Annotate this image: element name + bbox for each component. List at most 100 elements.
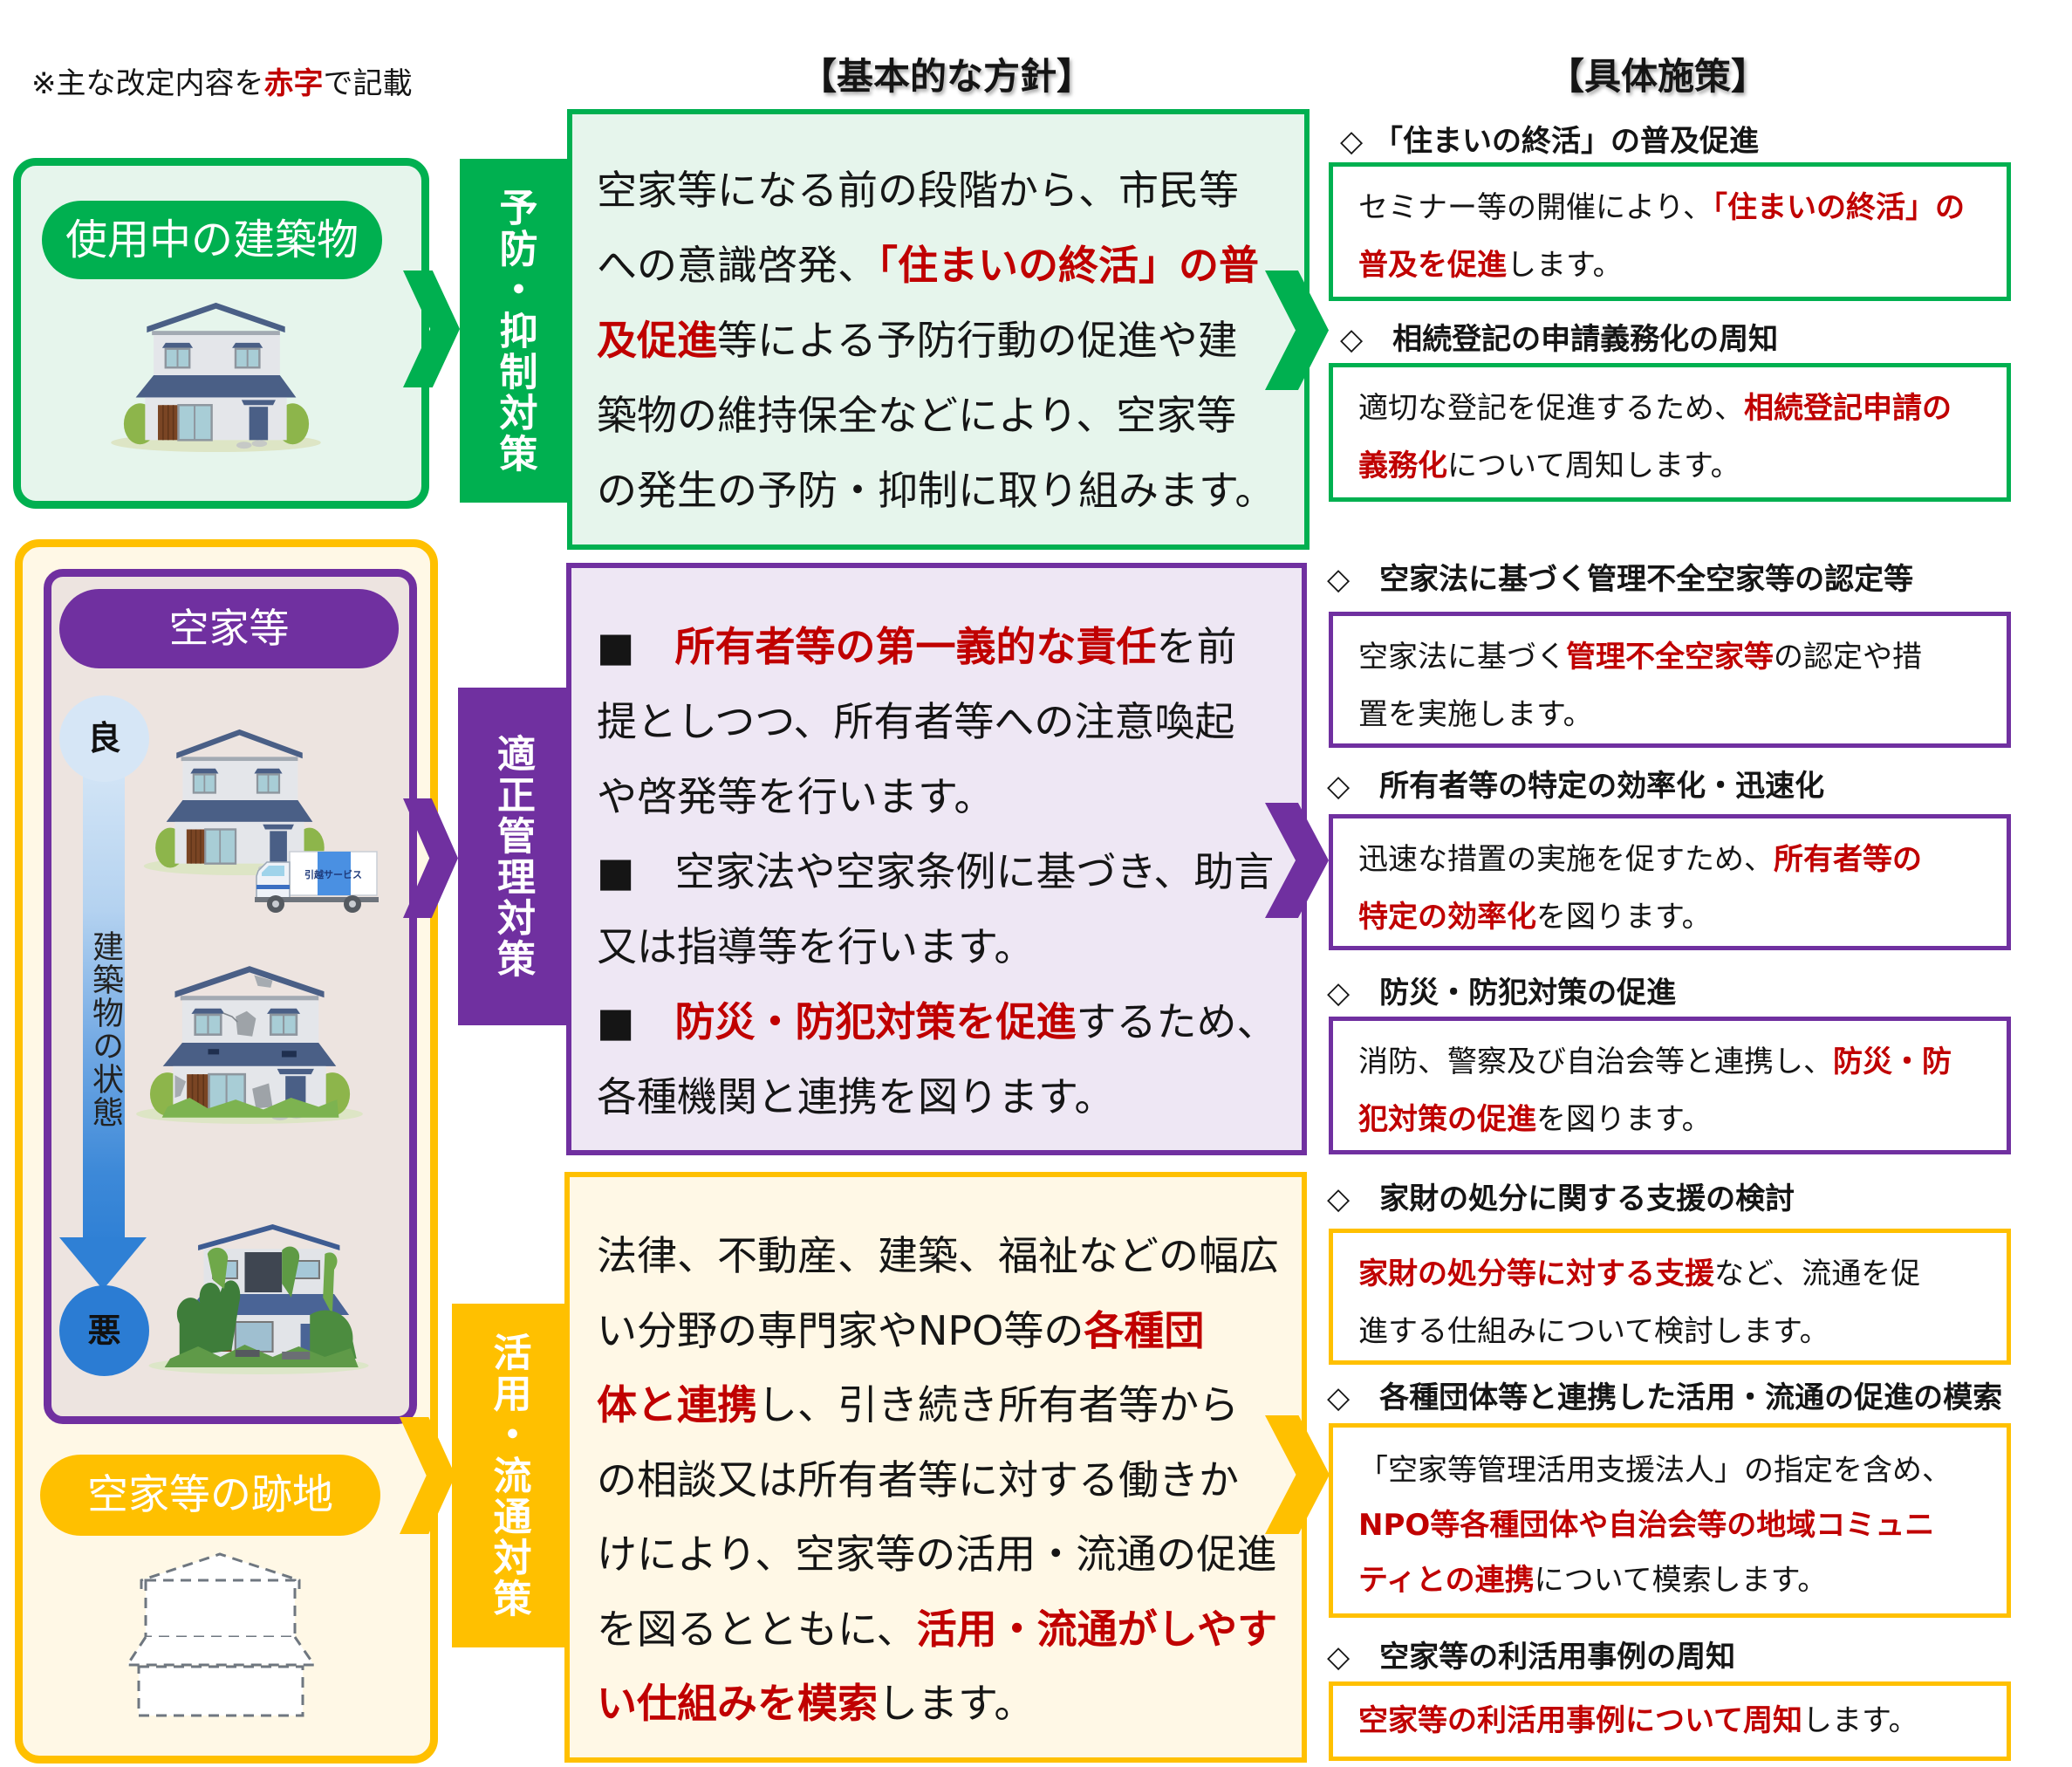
measure-title: ◇ 家財の処分に関する支援の検討 [1327,1181,1795,1216]
policy-text-prevention: 空家等になる前の段階から、市民等 への意識啓発、「住まいの終活」の普 及促進等に… [597,153,1275,528]
measure-title: ◇ 所有者等の特定の効率化・迅速化 [1327,769,1825,804]
vacant-lot-outline-icon [125,1552,317,1717]
policy-text: 空家法や空家条例に基づき、助言 [674,848,1275,895]
policy-highlight: 体と連携 [597,1381,757,1428]
note-highlight: 赤字 [263,66,324,101]
policy-line: 築物の維持保全などにより、空家等 [597,378,1275,453]
measure-title: ◇ 防災・防犯対策の促進 [1327,976,1677,1010]
measure-text: を図ります。 [1536,1102,1712,1137]
policy-line: ■ 空家法や空家条例に基づき、助言 [597,834,1276,909]
policy-text: し、引き続き所有者等から [757,1381,1239,1428]
measure-box: 空家法に基づく管理不全空家等の認定や措 置を実施します。 [1329,612,2011,748]
measure-highlight: 空家等の利活用事例について周知 [1358,1703,1802,1738]
measure-title: ◇ 空家等の利活用事例の周知 [1327,1640,1736,1675]
measure-highlight: 家財の処分等に対する支援 [1358,1257,1714,1291]
policy-text: 等による予防行動の促進や建 [717,317,1238,364]
measure-text: 進する仕組みについて検討します。 [1358,1314,1829,1349]
policy-highlight: 及促進 [597,317,717,364]
measure-text: 適切な登記を促進するため、 [1358,391,1744,426]
measure-line: 空家等の利活用事例について周知します。 [1358,1692,2007,1750]
measure-text: 消防、警察及び自治会等と連携し、 [1358,1044,1833,1079]
vacant-lot-label: 空家等の跡地 [40,1455,380,1536]
policy-text: 提としつつ、所有者等への注意喚起 [597,698,1235,745]
vacant-house-damaged-icon [134,962,365,1125]
policy-text-utilization: 法律、不動産、建築、福祉などの幅広 い分野の専門家やNPO等の各種団 体と連携し… [597,1219,1279,1742]
measure-highlight: ティとの連携 [1358,1563,1535,1598]
policy-line: を図るとともに、活用・流通がしやす [597,1592,1279,1668]
policy-text: への意識啓発、 [597,242,878,289]
condition-axis-label: 建築物の状態 [87,930,123,1129]
measure-text: 「空家等管理活用支援法人」の指定を含め、 [1358,1453,1952,1488]
measure-title: ◇ 空家法に基づく管理不全空家等の認定等 [1327,562,1914,597]
measure-text: について周知します。 [1447,449,1740,483]
measure-line: セミナー等の開催により、「住まいの終活」の [1358,179,2007,236]
policy-text: や啓発等を行います。 [597,773,995,820]
in-use-building-label: 使用中の建築物 [42,201,382,279]
policy-text: するため、 [1076,998,1277,1045]
measure-line: ティとの連携について模索します。 [1358,1553,2007,1608]
policy-highlight: 活用・流通がしやす [916,1605,1278,1653]
policy-text: けにより、空家等の活用・流通の促進 [597,1531,1277,1578]
bullet-square-icon: ■ [597,998,675,1045]
measure-text: 迅速な措置の実施を促すため、 [1358,842,1774,877]
measure-line: 犯対策の促進を図ります。 [1358,1091,2007,1148]
measure-highlight: 特定の効率化 [1358,900,1536,935]
policy-text: 築物の維持保全などにより、空家等 [597,392,1237,439]
measure-text: など、流通を促 [1714,1257,1921,1291]
bullet-square-icon: ■ [597,623,675,670]
moving-truck-icon: 引越サービス [255,851,379,913]
policy-text: を前 [1156,623,1237,670]
vacant-house-label: 空家等 [59,589,399,668]
measure-highlight: 「住まいの終活」の [1712,190,1965,225]
measure-title: ◇ 相続登記の申請義務化の周知 [1340,322,1779,357]
strategy-label-text: 活用・流通対策 [486,1332,531,1620]
measure-line: 置を実施します。 [1358,686,2007,743]
measure-box: 空家等の利活用事例について周知します。 [1329,1681,2011,1761]
policy-line: 又は指導等を行います。 [597,909,1276,984]
measure-text: を図ります。 [1536,900,1712,935]
policy-text: を図るとともに、 [597,1605,917,1653]
measure-highlight: NPO等各種団体や自治会等の地域コミュニ [1358,1508,1935,1543]
column-header-policy: 【基本的な方針】 [799,55,1093,98]
condition-arrow-shaft [83,768,125,1243]
measure-line: 家財の処分等に対する支援など、流通を促 [1358,1245,2007,1303]
truck-sign-text: 引越サービス [304,868,362,880]
measure-highlight: 所有者等の [1774,842,1922,877]
measure-line: 空家法に基づく管理不全空家等の認定や措 [1358,628,2007,686]
measure-line: 消防、警察及び自治会等と連携し、防災・防 [1358,1033,2007,1091]
policy-line: への意識啓発、「住まいの終活」の普 [597,228,1275,303]
measure-line: NPO等各種団体や自治会等の地域コミュニ [1358,1498,2007,1553]
policy-line: い分野の専門家やNPO等の各種団 [597,1294,1279,1369]
policy-line: い仕組みを模索します。 [597,1667,1279,1742]
measure-line: 義務化について周知します。 [1358,437,2007,495]
measure-highlight: 相続登記申請の [1744,391,1952,426]
measure-line: 特定の効率化を図ります。 [1358,888,2007,946]
measure-text: について模索します。 [1534,1563,1828,1598]
policy-highlight: い仕組みを模索 [597,1680,878,1727]
measure-box: 消防、警察及び自治会等と連携し、防災・防 犯対策の促進を図ります。 [1329,1017,2011,1154]
measure-line: 迅速な措置の実施を促すため、所有者等の [1358,831,2007,888]
policy-line: ■ 防災・防犯対策を促進するため、 [597,984,1276,1059]
measure-highlight: 防災・防 [1833,1044,1952,1079]
policy-line: や啓発等を行います。 [597,759,1276,834]
note-text: ※主な改定内容を [31,66,264,101]
policy-highlight: 防災・防犯対策を促進 [674,998,1077,1045]
measure-title: ◇ 各種団体等と連携した活用・流通の促進の模索 [1327,1380,2003,1415]
measure-box: 「空家等管理活用支援法人」の指定を含め、 NPO等各種団体や自治会等の地域コミュ… [1329,1423,2011,1618]
measure-line: 普及を促進します。 [1358,236,2007,294]
strategy-label-utilization: 活用・流通対策 [452,1304,564,1647]
column-header-measures: 【具体施策】 [1547,55,1768,98]
policy-text: 又は指導等を行います。 [597,923,1035,970]
policy-highlight: 所有者等の第一義的な責任 [674,623,1157,670]
strategy-label-text: 適正管理対策 [490,733,535,980]
policy-text: の相談又は所有者等に対する働きか [597,1455,1239,1503]
strategy-label-management: 適正管理対策 [458,688,566,1025]
policy-text: の発生の予防・抑制に取り組みます。 [597,467,1275,514]
policy-text: 各種機関と連携を図ります。 [597,1073,1115,1120]
policy-text: 空家等になる前の段階から、市民等 [597,167,1239,214]
measure-highlight: 犯対策の促進 [1358,1102,1536,1137]
policy-line: 各種機関と連携を図ります。 [597,1059,1276,1134]
policy-text: い分野の専門家やNPO等の [597,1306,1084,1354]
policy-line: 及促進等による予防行動の促進や建 [597,303,1275,378]
measure-line: 進する仕組みについて検討します。 [1358,1303,2007,1360]
